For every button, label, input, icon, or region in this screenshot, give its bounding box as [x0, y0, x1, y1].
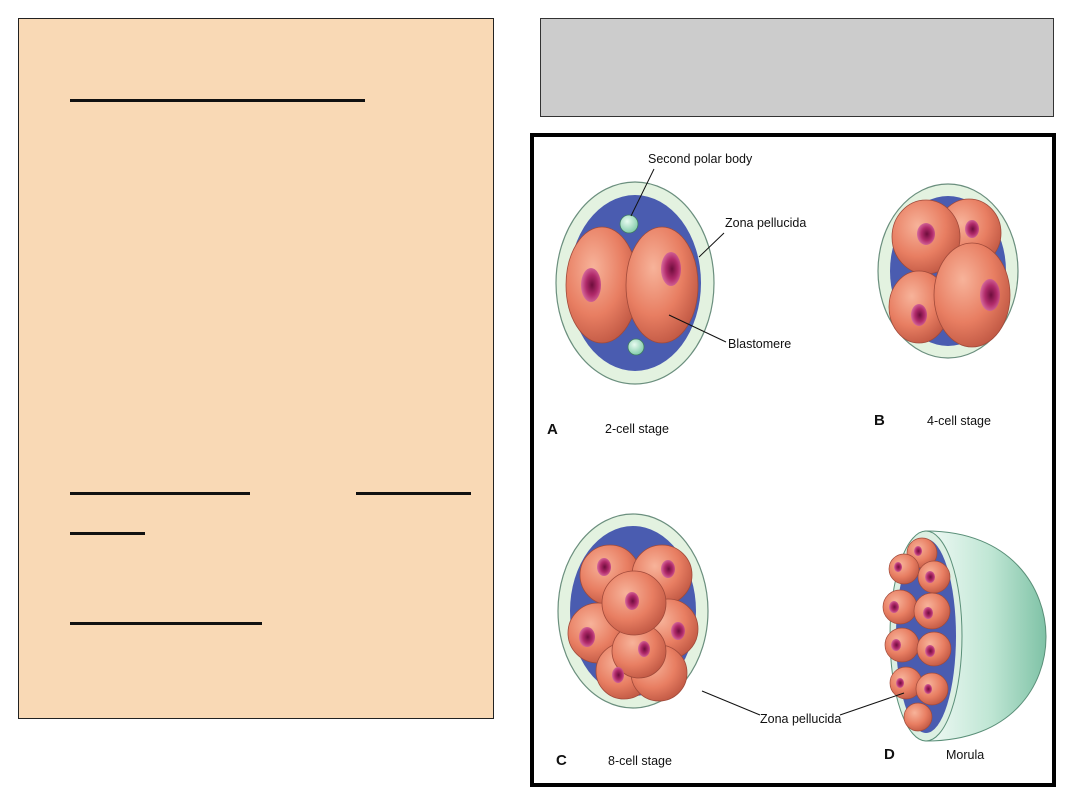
- leader-zona-d: [839, 692, 905, 716]
- nucleus-c1: [597, 558, 611, 576]
- caption-4-cell: 4-cell stage: [927, 414, 991, 428]
- term-underline-3: [70, 532, 145, 535]
- morula-nucleus-5: [923, 607, 933, 619]
- panel-letter-d: D: [884, 746, 895, 763]
- term-underline-1: [70, 492, 250, 495]
- panel-letter-a: A: [547, 421, 558, 438]
- nucleus-c2: [661, 560, 675, 578]
- cleavage-diagram: Second polar body Zona pellucida Blastom…: [547, 152, 1047, 769]
- term-underline-4: [70, 622, 262, 625]
- caption-morula: Morula: [946, 748, 984, 762]
- leader-polar-body: [630, 168, 655, 217]
- blastomere-b-bottom-right: [933, 242, 1011, 348]
- panel-letter-b: B: [874, 412, 885, 429]
- cleavage-figure: Second polar body Zona pellucida Blastom…: [530, 133, 1056, 787]
- nucleus-b4: [980, 279, 1000, 311]
- label-zona-pellucida-a: Zona pellucida: [725, 216, 806, 230]
- heading-underline: [70, 99, 365, 102]
- morula-nucleus-6: [891, 639, 901, 651]
- morula-nucleus-7: [925, 645, 935, 657]
- panel-letter-c: C: [556, 752, 567, 769]
- nucleus-b1: [917, 223, 935, 245]
- morula-nucleus-2: [894, 562, 902, 572]
- label-zona-pellucida-cd: Zona pellucida: [760, 712, 841, 726]
- caption-8-cell: 8-cell stage: [608, 754, 672, 768]
- nucleus-c7: [612, 667, 624, 683]
- nucleus-right: [661, 252, 681, 286]
- morula-cell-6: [884, 627, 920, 663]
- morula-nucleus-3: [925, 571, 935, 583]
- panel-b-four-cell: B 4-cell stage: [874, 183, 1019, 429]
- nucleus-b3: [911, 304, 927, 326]
- term-underline-2: [356, 492, 471, 495]
- panel-a-two-cell: Second polar body Zona pellucida Blastom…: [547, 152, 806, 438]
- nucleus-c4: [671, 622, 685, 640]
- nucleus-b2: [965, 220, 979, 238]
- morula-nucleus-9: [924, 684, 932, 694]
- morula-cell-10: [903, 702, 933, 732]
- nucleus-c3: [579, 627, 595, 647]
- morula-cell-2: [888, 553, 920, 585]
- morula-nucleus-8: [896, 678, 904, 688]
- morula-cell-4: [882, 589, 918, 625]
- caption-2-cell: 2-cell stage: [605, 422, 669, 436]
- polar-body-top: [619, 214, 639, 234]
- panel-c-eight-cell: C 8-cell stage: [556, 513, 709, 769]
- leader-blastomere: [668, 314, 727, 343]
- text-panel: [18, 18, 494, 719]
- panel-d-morula: D Morula: [882, 530, 1047, 763]
- morula-nucleus-1: [914, 546, 922, 556]
- blastomere-right: [625, 226, 699, 344]
- leader-zona-a: [698, 232, 725, 258]
- nucleus-c5: [625, 592, 639, 610]
- nucleus-left: [581, 268, 601, 302]
- nucleus-c6: [638, 641, 650, 657]
- label-blastomere: Blastomere: [728, 337, 791, 351]
- morula-nucleus-4: [889, 601, 899, 613]
- title-box: [540, 18, 1054, 117]
- leader-zona-c: [701, 690, 761, 716]
- polar-body-bottom: [627, 338, 645, 356]
- label-second-polar-body: Second polar body: [648, 152, 753, 166]
